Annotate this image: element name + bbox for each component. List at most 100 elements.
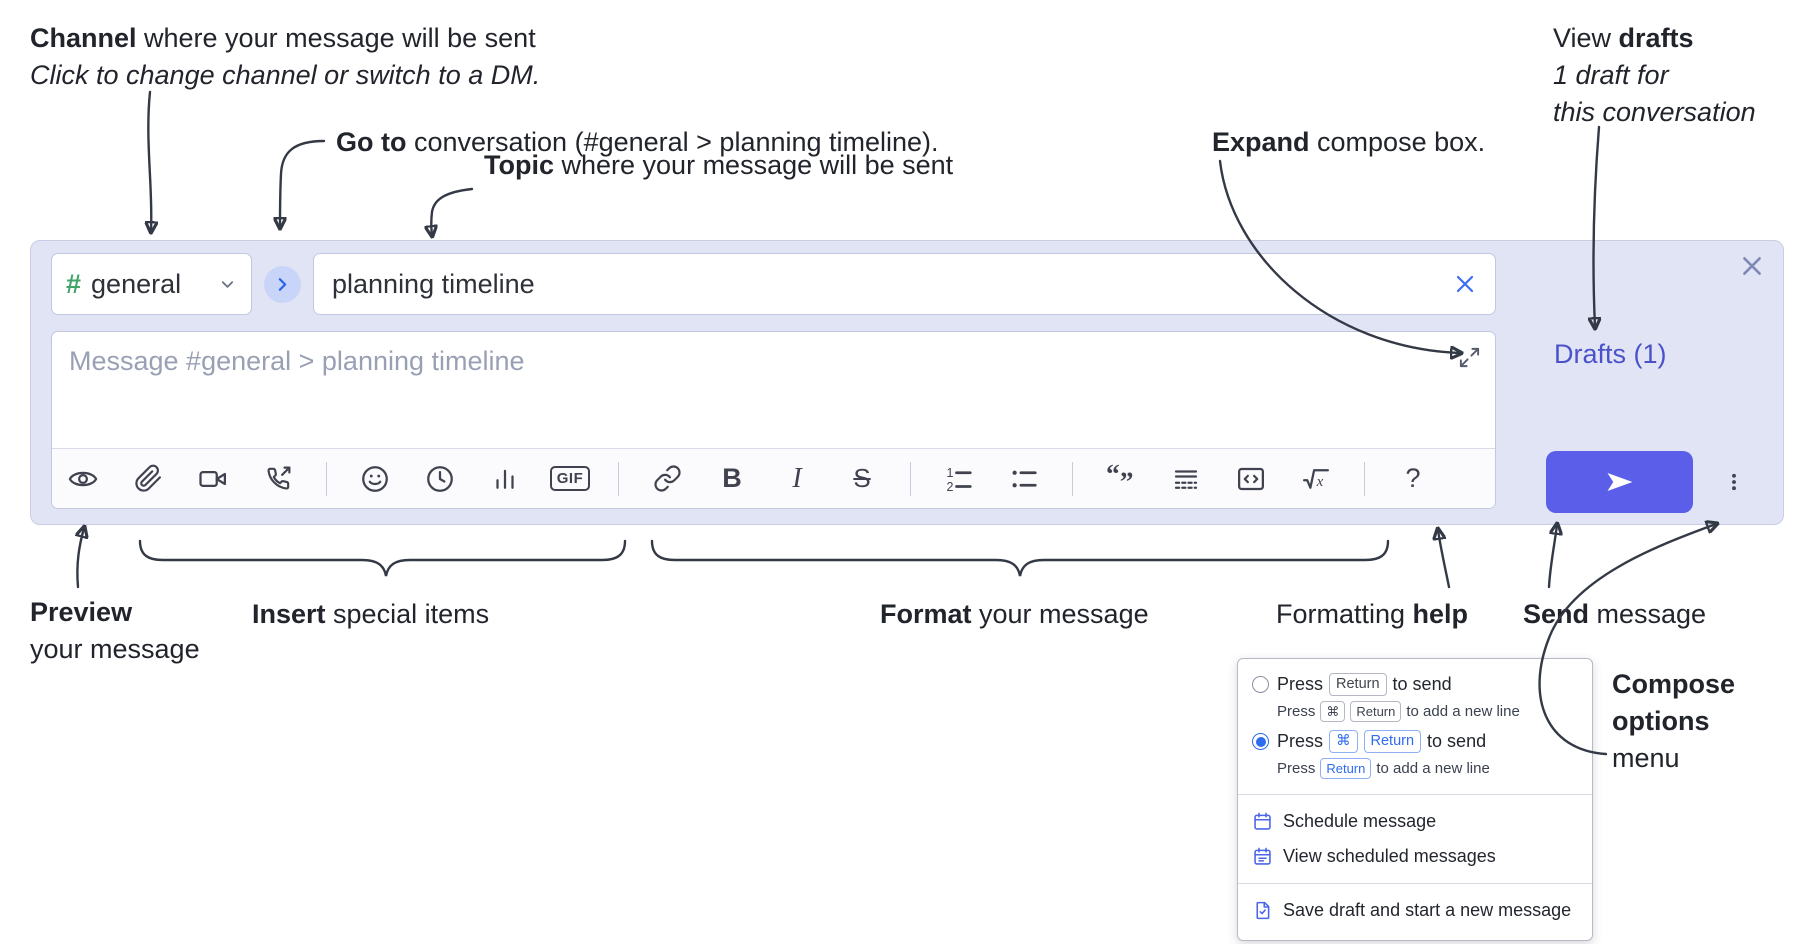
- option-press-cmd-return-to-send[interactable]: Press ⌘ Return to send: [1238, 728, 1592, 755]
- drafts-link[interactable]: Drafts (1): [1554, 339, 1667, 369]
- menu-item-view-scheduled-messages[interactable]: View scheduled messages: [1238, 839, 1592, 874]
- return-key: Return: [1320, 758, 1372, 779]
- link-icon: [653, 465, 681, 492]
- gif-icon: GIF: [549, 466, 591, 491]
- strikethrough-button[interactable]: S: [845, 458, 879, 500]
- arrow-to-preview-button: [77, 528, 84, 589]
- send-button[interactable]: [1546, 451, 1693, 513]
- annotation-goto: Go to conversation (#general > planning …: [336, 127, 939, 157]
- channel-selector[interactable]: # general: [51, 253, 252, 315]
- ellipsis-icon: [1732, 473, 1736, 491]
- numbered-list-icon: 1 2: [947, 466, 972, 493]
- compose-options-button[interactable]: [1717, 453, 1751, 511]
- bar-chart-icon: [496, 469, 514, 489]
- radio-icon: [1252, 676, 1269, 693]
- italic-button[interactable]: I: [780, 458, 814, 500]
- smiley-icon: [362, 465, 388, 492]
- menu-item-schedule-message[interactable]: Schedule message: [1238, 804, 1592, 839]
- channel-hash-icon: #: [66, 268, 82, 299]
- annotation-send: Send message: [1523, 599, 1707, 629]
- annotation-compose-options: Compose options menu: [1612, 669, 1736, 773]
- calendar-icon: [1252, 846, 1273, 867]
- bulleted-list-button[interactable]: [1007, 458, 1041, 500]
- message-formatting-help-button[interactable]: ?: [1396, 458, 1430, 500]
- annotation-view-drafts: View drafts 1 draft for this conversatio…: [1553, 20, 1756, 131]
- eye-icon: [68, 471, 98, 486]
- video-call-button[interactable]: [196, 458, 230, 500]
- compose-box: # general: [30, 240, 1784, 525]
- gif-button[interactable]: GIF: [549, 458, 591, 500]
- annotation-drafts-line1: View drafts: [1553, 23, 1694, 53]
- toolbar-divider: [326, 461, 327, 496]
- go-to-conversation-button[interactable]: [264, 266, 301, 303]
- clock-icon: [427, 465, 453, 492]
- numbered-list-button[interactable]: 1 2: [942, 458, 976, 500]
- help-icon: ?: [1405, 463, 1421, 493]
- attach-file-button[interactable]: [131, 458, 165, 500]
- svg-text:2: 2: [947, 479, 954, 493]
- brace-format-group: [650, 539, 1390, 577]
- annotation-channel-line1: Channel where your message will be sent: [30, 23, 536, 53]
- close-compose-button[interactable]: [1737, 251, 1767, 281]
- draft-icon: [1252, 900, 1273, 921]
- expand-compose-button[interactable]: [1456, 344, 1483, 371]
- toolbar-divider: [910, 461, 911, 496]
- strikethrough-icon: S: [853, 463, 871, 493]
- arrow-to-send-button: [1547, 525, 1557, 589]
- clear-icon: [1456, 275, 1474, 293]
- clear-topic-button[interactable]: [1451, 270, 1479, 298]
- bold-icon: B: [722, 463, 742, 493]
- compose-options-menu: Press Return to send Press ⌘ Return to a…: [1237, 658, 1593, 941]
- svg-text:1: 1: [947, 466, 954, 480]
- math-button[interactable]: x: [1299, 458, 1333, 500]
- message-area: [52, 332, 1495, 448]
- emoji-button[interactable]: [358, 458, 392, 500]
- option-press-return-to-send[interactable]: Press Return to send: [1238, 671, 1592, 698]
- return-key: Return: [1329, 673, 1387, 696]
- code-icon: [1238, 467, 1264, 490]
- bold-button[interactable]: B: [715, 458, 749, 500]
- annotation-channel: Channel where your message will be sent …: [30, 20, 540, 94]
- calendar-icon: [1252, 811, 1273, 832]
- preview-button[interactable]: [66, 458, 100, 500]
- insert-link-button[interactable]: [650, 458, 684, 500]
- arrow-to-goto-button: [280, 139, 326, 227]
- annotation-format: Format your message: [880, 599, 1149, 629]
- annotation-channel-line2: Click to change channel or switch to a D…: [30, 60, 541, 90]
- topic-input-wrapper: [313, 253, 1496, 315]
- radio-selected-icon: [1252, 733, 1269, 750]
- toolbar-divider: [1072, 461, 1073, 496]
- arrow-to-channel-selector: [148, 90, 151, 231]
- menu-item-save-draft[interactable]: Save draft and start a new message: [1238, 893, 1592, 928]
- toolbar-divider: [1364, 461, 1365, 496]
- bulleted-list-icon: [1012, 470, 1037, 487]
- code-button[interactable]: [1234, 458, 1268, 500]
- message-box: GIF B I S 1 2: [51, 331, 1496, 509]
- svg-text:x: x: [1316, 473, 1324, 489]
- annotation-preview: Preview your message: [30, 597, 200, 664]
- quote-button[interactable]: “ ”: [1104, 458, 1138, 500]
- compose-toolbar: GIF B I S 1 2: [52, 448, 1495, 508]
- message-textarea[interactable]: [52, 332, 1495, 448]
- time-button[interactable]: [423, 458, 457, 500]
- channel-name: general: [91, 268, 182, 299]
- option-press-return-subtext: Press ⌘ Return to add a new line: [1277, 701, 1520, 722]
- annotation-expand: Expand compose box.: [1212, 127, 1486, 157]
- italic-icon: I: [792, 462, 802, 494]
- phone-call-icon: [266, 466, 290, 490]
- voice-call-button[interactable]: [261, 458, 295, 500]
- svg-text:“: “: [1106, 464, 1120, 489]
- brace-insert-group: [138, 539, 627, 577]
- poll-button[interactable]: [488, 458, 522, 500]
- quote-icon: “ ”: [1106, 464, 1134, 494]
- arrow-to-topic-input: [431, 187, 474, 235]
- return-key: Return: [1350, 701, 1402, 722]
- spoiler-icon: [1174, 469, 1198, 489]
- topic-input[interactable]: [330, 267, 1451, 301]
- cmd-key: ⌘: [1329, 730, 1358, 753]
- svg-text:”: ”: [1120, 465, 1134, 494]
- annotation-formatting-help: Formatting help: [1276, 599, 1469, 629]
- expand-icon: [1459, 347, 1480, 368]
- spoiler-button[interactable]: [1169, 458, 1203, 500]
- menu-divider: [1238, 883, 1592, 884]
